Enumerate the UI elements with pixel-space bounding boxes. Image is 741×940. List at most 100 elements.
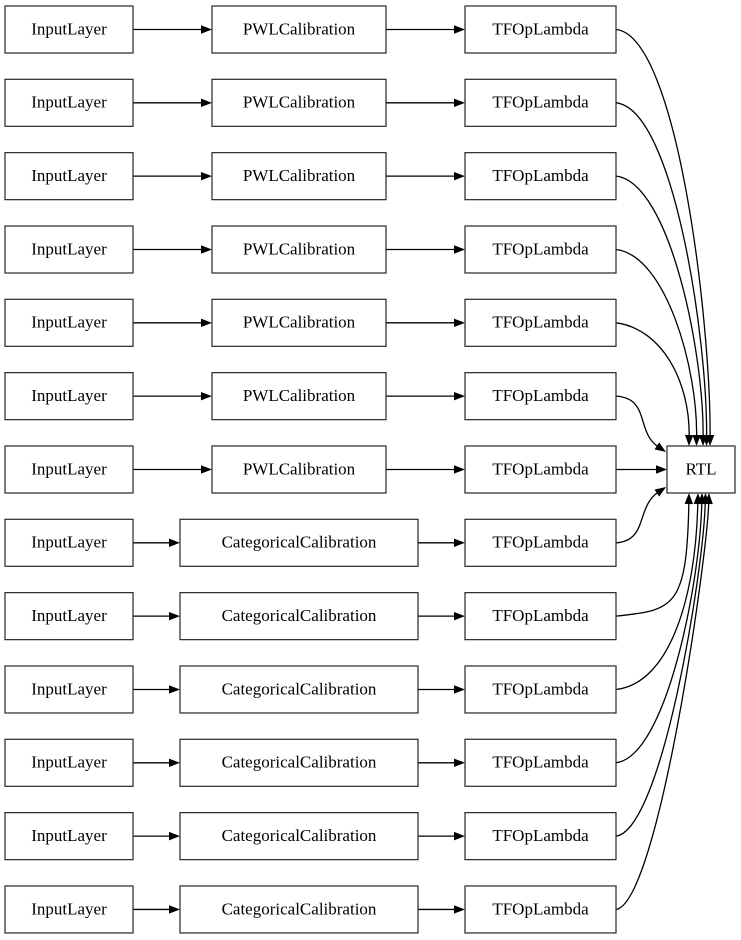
node-tfoplambda-2-box[interactable] — [464, 78, 617, 127]
node-inputlayer-13[interactable]: InputLayer — [4, 885, 134, 934]
node-inputlayer-10[interactable]: InputLayer — [4, 665, 134, 714]
node-inputlayer-5[interactable]: InputLayer — [4, 298, 134, 347]
node-calibration-1[interactable]: PWLCalibration — [211, 5, 387, 54]
node-tfoplambda-5-label: TFOpLambda — [492, 313, 589, 332]
edges-layer — [133, 25, 715, 914]
node-tfoplambda-9-box[interactable] — [464, 592, 617, 641]
node-calibration-4[interactable]: PWLCalibration — [211, 225, 387, 274]
node-tfoplambda-10-box[interactable] — [464, 665, 617, 714]
node-calibration-3[interactable]: PWLCalibration — [211, 152, 387, 201]
node-inputlayer-1-label: InputLayer — [31, 19, 107, 38]
node-calibration-5-box[interactable] — [211, 298, 387, 347]
node-inputlayer-6[interactable]: InputLayer — [4, 372, 134, 421]
edge-calibration-to-lambda-12-arrowhead — [454, 831, 465, 841]
node-inputlayer-10-box[interactable] — [4, 665, 134, 714]
node-calibration-12[interactable]: CategoricalCalibration — [179, 812, 419, 861]
node-inputlayer-8[interactable]: InputLayer — [4, 518, 134, 567]
node-tfoplambda-2[interactable]: TFOpLambda — [464, 78, 617, 127]
node-calibration-2[interactable]: PWLCalibration — [211, 78, 387, 127]
node-calibration-11[interactable]: CategoricalCalibration — [179, 738, 419, 787]
node-inputlayer-13-label: InputLayer — [31, 899, 107, 918]
node-calibration-8[interactable]: CategoricalCalibration — [179, 518, 419, 567]
node-inputlayer-7[interactable]: InputLayer — [4, 445, 134, 494]
node-inputlayer-9[interactable]: InputLayer — [4, 592, 134, 641]
node-tfoplambda-5-box[interactable] — [464, 298, 617, 347]
node-calibration-2-box[interactable] — [211, 78, 387, 127]
node-tfoplambda-12[interactable]: TFOpLambda — [464, 812, 617, 861]
node-inputlayer-9-box[interactable] — [4, 592, 134, 641]
node-inputlayer-1[interactable]: InputLayer — [4, 5, 134, 54]
node-calibration-7[interactable]: PWLCalibration — [211, 445, 387, 494]
node-inputlayer-1-box[interactable] — [4, 5, 134, 54]
node-rtl-label: RTL — [685, 459, 716, 478]
node-calibration-5[interactable]: PWLCalibration — [211, 298, 387, 347]
node-calibration-8-box[interactable] — [179, 518, 419, 567]
edge-input-to-calibration-4-arrowhead — [201, 245, 212, 254]
node-inputlayer-4-label: InputLayer — [31, 239, 107, 258]
node-calibration-9[interactable]: CategoricalCalibration — [179, 592, 419, 641]
node-calibration-9-label: CategoricalCalibration — [222, 606, 377, 625]
node-rtl-box[interactable] — [666, 445, 736, 494]
node-calibration-10-box[interactable] — [179, 665, 419, 714]
node-tfoplambda-8-box[interactable] — [464, 518, 617, 567]
edge-lambda-to-rtl-3 — [615, 175, 704, 437]
node-tfoplambda-4-box[interactable] — [464, 225, 617, 274]
node-tfoplambda-3[interactable]: TFOpLambda — [464, 152, 617, 201]
node-inputlayer-11[interactable]: InputLayer — [4, 738, 134, 787]
node-tfoplambda-1[interactable]: TFOpLambda — [464, 5, 617, 54]
node-calibration-11-box[interactable] — [179, 738, 419, 787]
node-calibration-5-label: PWLCalibration — [243, 313, 356, 332]
node-tfoplambda-11[interactable]: TFOpLambda — [464, 738, 617, 787]
node-inputlayer-4-box[interactable] — [4, 225, 134, 274]
node-rtl[interactable]: RTL — [666, 445, 736, 494]
node-calibration-1-box[interactable] — [211, 5, 387, 54]
node-inputlayer-2[interactable]: InputLayer — [4, 78, 134, 127]
node-tfoplambda-12-box[interactable] — [464, 812, 617, 861]
node-inputlayer-7-box[interactable] — [4, 445, 134, 494]
node-calibration-7-box[interactable] — [211, 445, 387, 494]
node-tfoplambda-7[interactable]: TFOpLambda — [464, 445, 617, 494]
node-tfoplambda-6-box[interactable] — [464, 372, 617, 421]
node-calibration-4-box[interactable] — [211, 225, 387, 274]
node-calibration-13-box[interactable] — [179, 885, 419, 934]
node-tfoplambda-8[interactable]: TFOpLambda — [464, 518, 617, 567]
node-tfoplambda-13-box[interactable] — [464, 885, 617, 934]
node-inputlayer-12[interactable]: InputLayer — [4, 812, 134, 861]
node-calibration-6[interactable]: PWLCalibration — [211, 372, 387, 421]
node-tfoplambda-2-label: TFOpLambda — [492, 93, 589, 112]
node-inputlayer-5-box[interactable] — [4, 298, 134, 347]
node-tfoplambda-5[interactable]: TFOpLambda — [464, 298, 617, 347]
node-inputlayer-6-box[interactable] — [4, 372, 134, 421]
node-tfoplambda-11-box[interactable] — [464, 738, 617, 787]
node-tfoplambda-1-label: TFOpLambda — [492, 19, 589, 38]
node-tfoplambda-1-box[interactable] — [464, 5, 617, 54]
node-inputlayer-13-box[interactable] — [4, 885, 134, 934]
node-inputlayer-3-box[interactable] — [4, 152, 134, 201]
node-calibration-13[interactable]: CategoricalCalibration — [179, 885, 419, 934]
node-tfoplambda-7-box[interactable] — [464, 445, 617, 494]
node-calibration-6-box[interactable] — [211, 372, 387, 421]
edge-input-to-calibration-12-arrowhead — [169, 831, 180, 841]
node-inputlayer-12-box[interactable] — [4, 812, 134, 861]
node-calibration-10[interactable]: CategoricalCalibration — [179, 665, 419, 714]
node-tfoplambda-4[interactable]: TFOpLambda — [464, 225, 617, 274]
node-tfoplambda-3-box[interactable] — [464, 152, 617, 201]
node-tfoplambda-13[interactable]: TFOpLambda — [464, 885, 617, 934]
node-inputlayer-8-box[interactable] — [4, 518, 134, 567]
node-inputlayer-2-box[interactable] — [4, 78, 134, 127]
node-inputlayer-4[interactable]: InputLayer — [4, 225, 134, 274]
edge-lambda-to-rtl-13 — [615, 502, 710, 911]
edge-lambda-to-rtl-9 — [615, 502, 690, 617]
node-tfoplambda-9[interactable]: TFOpLambda — [464, 592, 617, 641]
node-calibration-3-box[interactable] — [211, 152, 387, 201]
node-inputlayer-11-box[interactable] — [4, 738, 134, 787]
edge-lambda-to-rtl-11 — [615, 502, 703, 764]
node-tfoplambda-6[interactable]: TFOpLambda — [464, 372, 617, 421]
node-inputlayer-3[interactable]: InputLayer — [4, 152, 134, 201]
edge-input-to-calibration-11-arrowhead — [169, 758, 180, 767]
node-calibration-9-box[interactable] — [179, 592, 419, 641]
node-tfoplambda-10[interactable]: TFOpLambda — [464, 665, 617, 714]
node-calibration-12-box[interactable] — [179, 812, 419, 861]
edge-input-to-calibration-2-arrowhead — [201, 98, 212, 108]
